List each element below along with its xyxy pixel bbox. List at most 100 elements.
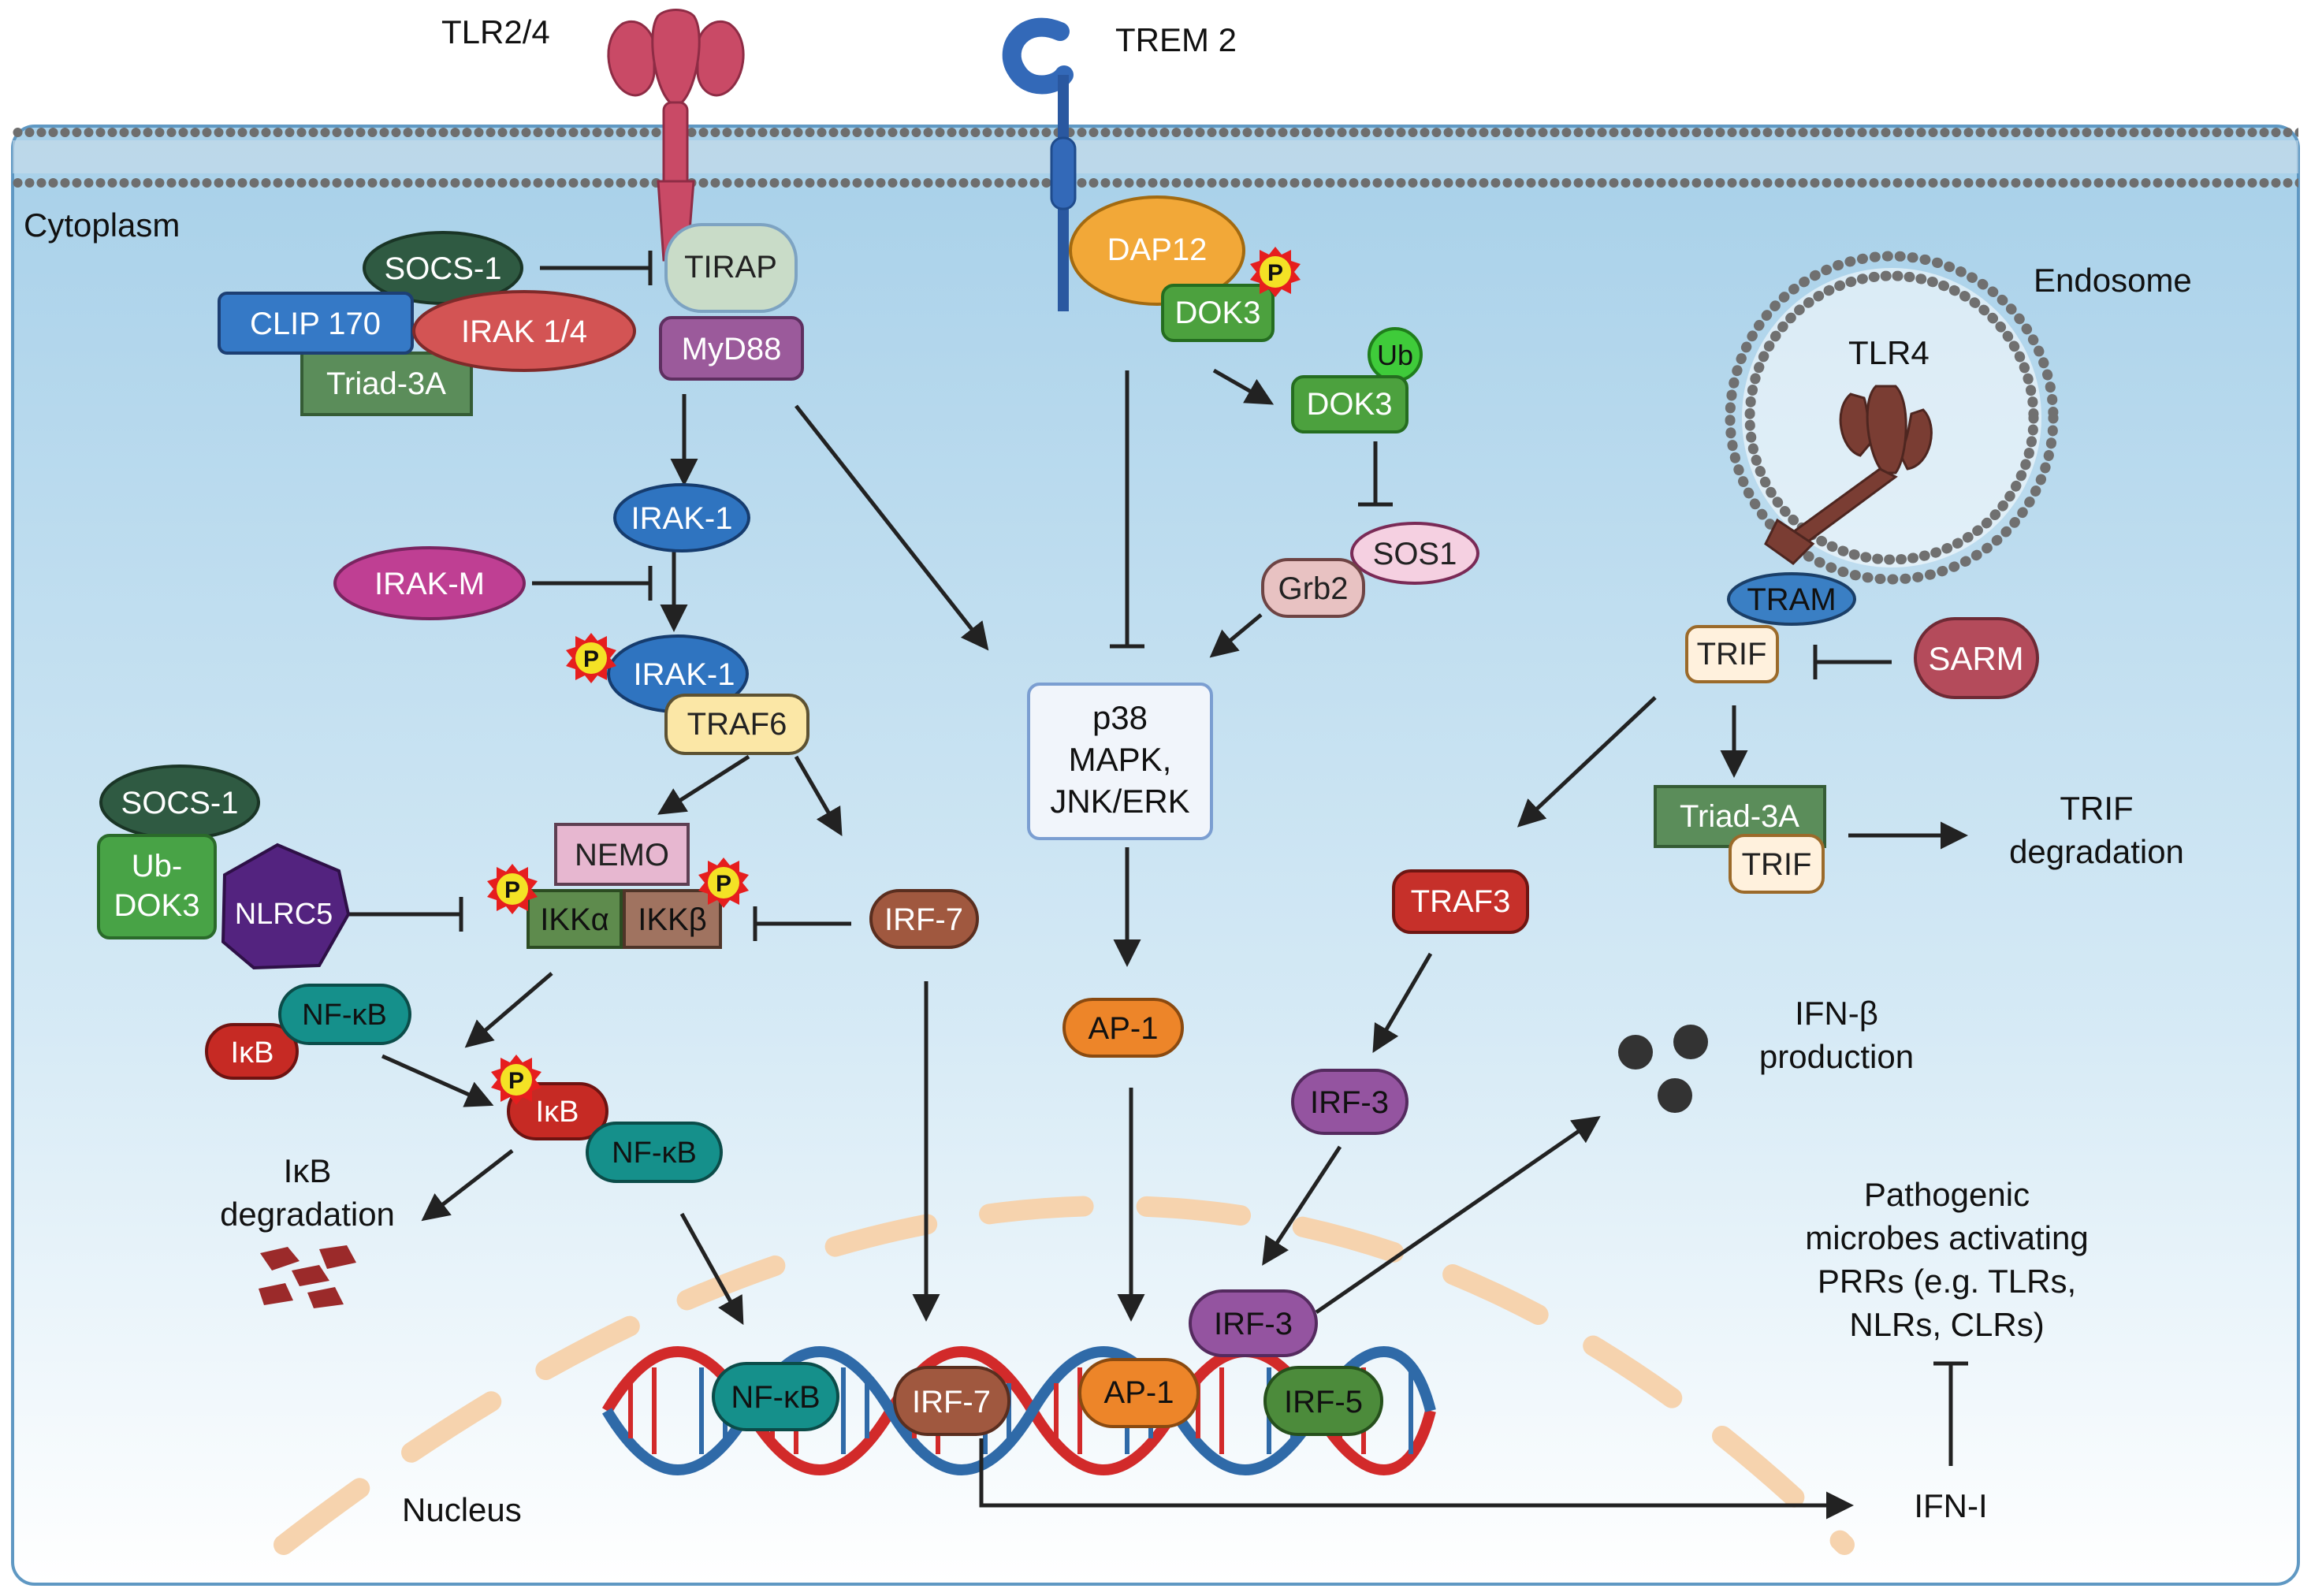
trif-right-label: TRIF <box>1742 847 1812 882</box>
sarm-label: SARM <box>1928 640 2023 677</box>
trif-degradation-label-2: degradation <box>2009 833 2184 870</box>
myd88-label: MyD88 <box>682 332 782 366</box>
traf3-node <box>1392 869 1529 934</box>
ikb-degradation-label-2: degradation <box>220 1196 395 1233</box>
irf3-low-label: IRF-3 <box>1214 1307 1293 1341</box>
socs1-top-label: SOCS-1 <box>385 251 502 286</box>
ub-label: Ub <box>1377 339 1413 371</box>
cytoplasm-label: Cytoplasm <box>24 206 180 244</box>
phospho-ikb-icon: P <box>491 1055 541 1105</box>
nucleus-label: Nucleus <box>402 1491 522 1528</box>
nlrc5-label: NLRC5 <box>235 898 333 931</box>
phospho-dok3-icon: P <box>1250 247 1301 297</box>
triad3a-right-label: Triad-3A <box>1680 799 1799 834</box>
irf3-mid-node <box>1291 1069 1409 1135</box>
trif-top-node <box>1685 625 1779 683</box>
irf3-low-node <box>1189 1289 1318 1357</box>
ubdok3-label-2: DOK3 <box>114 888 200 923</box>
phospho-irak1-label: P <box>583 646 599 672</box>
irf7-dna-label: IRF-7 <box>912 1385 991 1419</box>
trif-right-node <box>1729 834 1825 894</box>
phospho-ikkb-icon: P <box>698 858 749 908</box>
dok3-p-label: DOK3 <box>1175 296 1261 330</box>
dap12-node <box>1069 195 1245 306</box>
tirap-node <box>664 223 798 313</box>
irf7-mid-label: IRF-7 <box>884 902 963 937</box>
dok3-ub-label: DOK3 <box>1307 387 1393 422</box>
myd88-node <box>659 316 804 381</box>
phospho-ikka-label: P <box>504 877 520 903</box>
phospho-ikkb-label: P <box>716 871 731 897</box>
trem2-receptor <box>1002 17 1077 311</box>
ikb-degradation-label-1: IκB <box>284 1152 332 1189</box>
ap1-mid-node <box>1062 998 1184 1058</box>
ikkb-label: IKKβ <box>638 902 706 937</box>
irak1-p-label: IRAK-1 <box>634 657 735 692</box>
ikka-label: IKKα <box>540 902 609 937</box>
sos1-node <box>1350 522 1479 585</box>
phospho-dok3-label: P <box>1267 260 1283 286</box>
nemo-node <box>554 823 690 886</box>
ifn1-label: IFN-I <box>1914 1487 1987 1524</box>
tram-node <box>1727 572 1856 626</box>
irf5-dna-node <box>1263 1366 1383 1436</box>
traf3-label: TRAF3 <box>1411 884 1511 919</box>
sarm-node <box>1914 617 2039 699</box>
nfkb-2-label: NF-κB <box>612 1137 697 1170</box>
pathogenic-label-3: PRRs (e.g. TLRs, <box>1818 1263 2076 1300</box>
tlr4-label: TLR4 <box>1848 334 1930 371</box>
nfkb-2-node <box>586 1122 723 1183</box>
ikb-2-node <box>507 1082 608 1140</box>
nfkb-dna-node <box>712 1362 839 1431</box>
clip170-label: CLIP 170 <box>250 307 381 341</box>
nlrc5-node <box>221 843 351 970</box>
ubdok3-label-1: Ub- <box>132 849 182 884</box>
nfkb-1-node <box>278 984 411 1045</box>
irakm-label: IRAK-M <box>374 567 485 601</box>
ubdok3-node <box>97 834 217 939</box>
irak1-node <box>613 483 750 552</box>
tram-label: TRAM <box>1747 582 1836 617</box>
ifn-beta-spheres-icon <box>1618 1025 1708 1113</box>
phospho-irak1-icon: P <box>566 633 616 683</box>
ifnb-label-1: IFN-β <box>1795 995 1878 1032</box>
ikkb-node <box>623 889 722 949</box>
ap1-dna-label: AP-1 <box>1104 1375 1174 1410</box>
irakm-node <box>333 546 526 620</box>
mapk-node <box>1027 683 1213 840</box>
ikb-2-label: IκB <box>536 1096 579 1129</box>
nfkb-dna-label: NF-κB <box>731 1380 820 1415</box>
tirap-label: TIRAP <box>684 250 777 285</box>
trif-top-label: TRIF <box>1697 637 1767 672</box>
nemo-label: NEMO <box>575 838 669 872</box>
traf6-node <box>664 694 809 755</box>
pathogenic-label-4: NLRs, CLRs) <box>1849 1306 2044 1343</box>
trem2-label: TREM 2 <box>1115 21 1237 58</box>
irf5-dna-label: IRF-5 <box>1284 1385 1363 1419</box>
ikka-node <box>527 889 623 949</box>
dap12-label: DAP12 <box>1107 233 1208 267</box>
nfkb-1-label: NF-κB <box>302 999 387 1032</box>
endosome-label: Endosome <box>2034 262 2192 299</box>
ap1-mid-label: AP-1 <box>1089 1011 1159 1046</box>
pathogenic-label-1: Pathogenic <box>1864 1176 2030 1213</box>
ifnb-label-2: production <box>1759 1038 1914 1075</box>
degradation-fragments-icon <box>259 1245 356 1308</box>
traf6-label: TRAF6 <box>687 707 787 742</box>
trif-degradation-label-1: TRIF <box>2060 790 2133 827</box>
irak14-label: IRAK 1/4 <box>461 314 587 349</box>
nucleus-envelope <box>274 1196 1855 1555</box>
irf3-mid-label: IRF-3 <box>1310 1085 1389 1120</box>
ap1-dna-node <box>1078 1358 1200 1428</box>
clip170-node <box>218 292 414 355</box>
irf7-dna-node <box>893 1366 1010 1436</box>
grb2-node <box>1261 558 1365 618</box>
sos1-label: SOS1 <box>1373 537 1457 571</box>
ikb-1-label: IκB <box>231 1036 274 1070</box>
irak1-label: IRAK-1 <box>631 501 733 536</box>
mapk-label-3: JNK/ERK <box>1050 783 1189 820</box>
grb2-label: Grb2 <box>1278 571 1349 606</box>
irf7-mid-node <box>869 889 979 949</box>
phospho-ikka-icon: P <box>487 864 538 914</box>
